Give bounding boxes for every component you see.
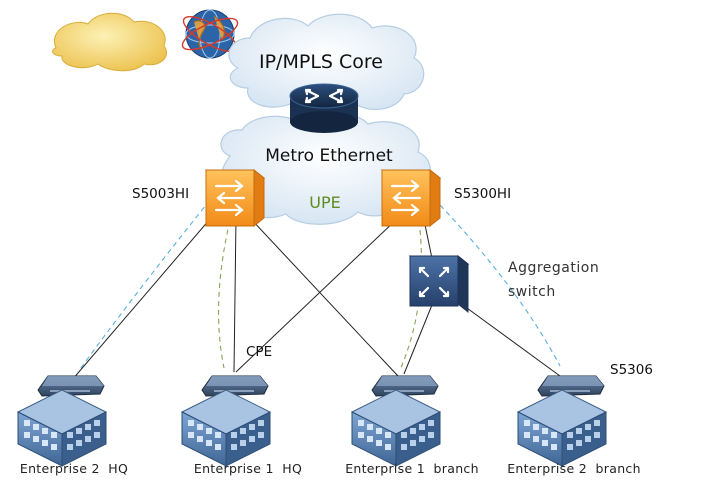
site-label-enterprise1-branch: Enterprise 1 branch [345, 461, 479, 476]
site-label-enterprise2-branch: Enterprise 2 branch [507, 461, 641, 476]
s5300hi-switch-icon [380, 168, 442, 228]
ip-mpls-core-label: IP/MPLS Core [259, 51, 383, 73]
aggregation-label-line2: switch [508, 284, 556, 300]
upe-label: UPE [309, 193, 340, 212]
site-enterprise1-hq [181, 375, 271, 467]
site-label-enterprise1-hq: Enterprise 1 HQ [194, 461, 302, 476]
site-enterprise2-hq [17, 375, 107, 467]
cpe-device-icon [201, 375, 269, 397]
site-enterprise2-branch [517, 375, 607, 467]
metro-ethernet-label: Metro Ethernet [265, 146, 393, 166]
link-agg-ent2branch [455, 299, 561, 377]
link-s5003hi-ent2hq [71, 211, 217, 381]
s5300hi-label: S5300HI [454, 186, 511, 202]
globe-icon [181, 9, 239, 59]
cpe-device-icon [371, 375, 439, 397]
link-agg-ent1branch [403, 299, 435, 375]
link-s5003hi-ent1hq [233, 217, 237, 373]
core-router-icon [289, 83, 359, 133]
enterprise-building-icon [517, 389, 607, 467]
dashed-green-left [218, 211, 233, 369]
ip-mpls-core-cloud: IP/MPLS Core [228, 13, 425, 115]
s5003hi-label: S5003HI [132, 186, 189, 202]
link-s5300hi-ent1hq [235, 217, 399, 373]
aggregation-label-line1: Aggregation [508, 260, 599, 276]
cpe-device-icon [37, 375, 105, 397]
s5003hi-switch-icon [204, 168, 266, 228]
link-s5003hi-ent1branch [249, 217, 399, 377]
aggregation-switch-icon [408, 254, 470, 314]
cpe-device-icon [537, 375, 605, 397]
dashed-blue-left [77, 199, 211, 373]
enterprise-building-icon [351, 389, 441, 467]
enterprise-building-icon [181, 389, 271, 467]
enterprise-building-icon [17, 389, 107, 467]
dashed-blue-right [439, 204, 561, 367]
legacy-cloud-icon [52, 12, 167, 72]
cpe-label: CPE [246, 344, 272, 360]
site-label-enterprise2-hq: Enterprise 2 HQ [20, 461, 128, 476]
s5306-label: S5306 [610, 362, 653, 378]
site-enterprise1-branch [351, 375, 441, 467]
